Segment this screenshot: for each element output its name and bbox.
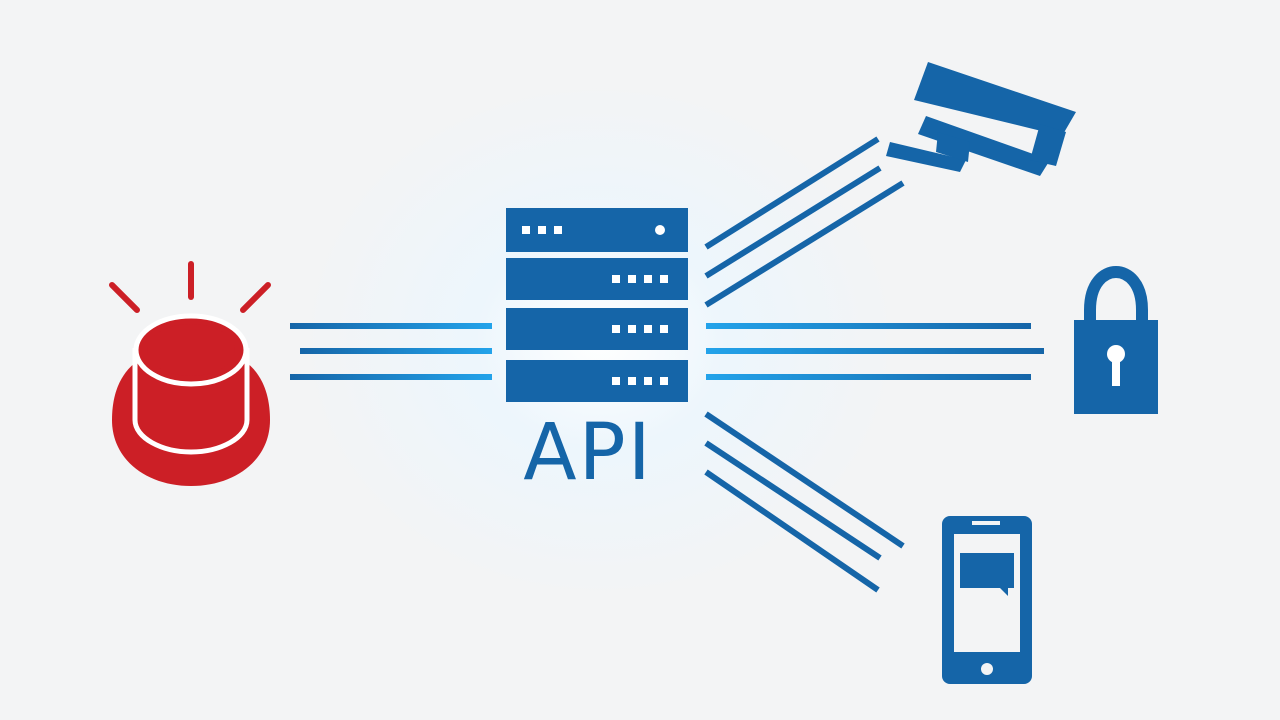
padlock-icon [1074,265,1158,414]
server-rack-icon [506,208,688,402]
security-camera-icon [886,62,1076,176]
connection-lines-alarm [290,323,492,380]
connection-lines-camera [704,136,905,308]
connection-lines-phone [704,411,905,593]
smartphone-message-icon [942,516,1032,684]
alarm-beacon-icon [109,261,271,486]
connection-lines-lock [706,323,1044,380]
api-label: API [523,408,653,498]
